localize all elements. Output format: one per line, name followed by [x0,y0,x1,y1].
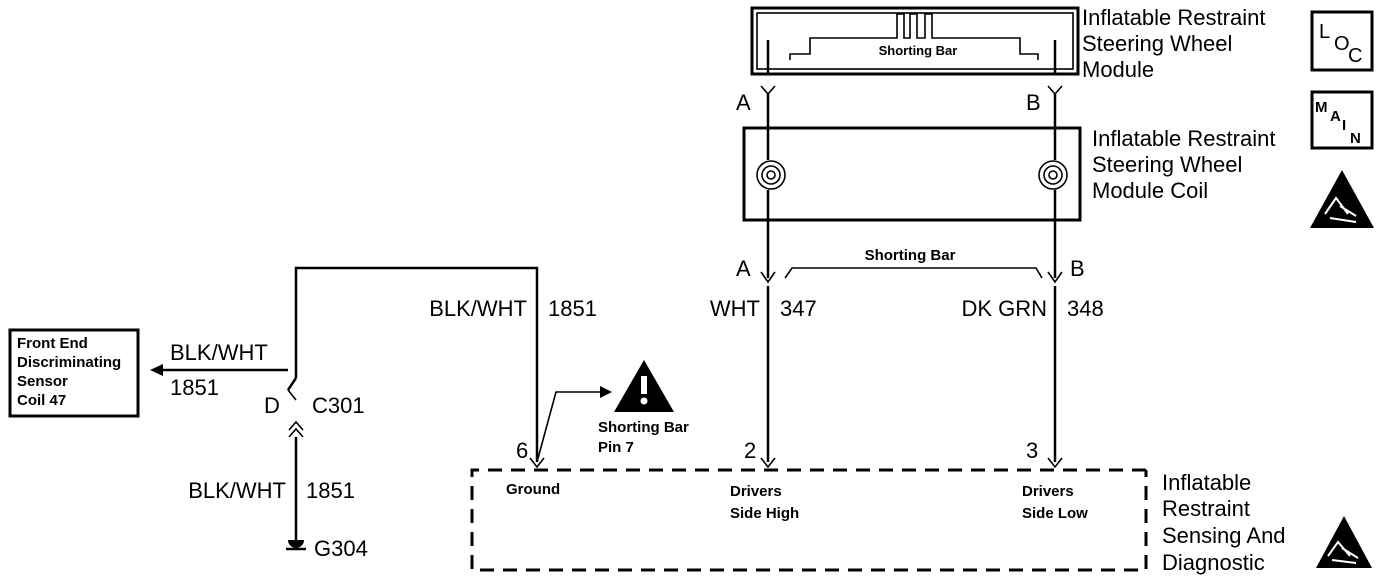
sdm-pin6-chevron [529,457,545,469]
wire-348-color: DK GRN [961,296,1047,321]
steering-module-title-1: Inflatable Restraint [1082,5,1265,30]
wire-1851-left-number: 1851 [170,375,219,400]
svg-text:A: A [1330,108,1341,125]
ground-icon [286,540,306,551]
svg-text:I: I [1342,117,1346,134]
front-sensor-line-1: Front End [17,335,88,352]
front-sensor-line-4: Coil 47 [17,392,66,409]
connector-b-chevron [1047,85,1063,96]
top-shorting-bar-label: Shorting Bar [879,43,958,58]
wire-1851-top-number: 1851 [548,296,597,321]
coil-connector-b-chevron [1047,271,1063,284]
steering-module-title-3: Module [1082,57,1154,82]
sdm-pin2: 2 [744,438,756,463]
main-icon: M A I N [1310,90,1374,150]
sdm-box [470,468,1148,572]
loc-icon: L O C [1310,10,1374,72]
module-coil-title-2: Steering Wheel [1092,152,1242,177]
c301-chevron-2 [288,427,304,438]
wire-1851-loop [294,266,539,462]
c301-upper-lead [286,377,298,391]
module-coil-box [742,126,1082,222]
sdm-pin2-chevron [760,457,776,469]
module-coil-title-1: Inflatable Restraint [1092,126,1275,151]
c301-id-label: C301 [312,393,365,418]
coil-connector-a-chevron [760,271,776,284]
esd-warning-icon [1310,170,1374,228]
c301-break [287,389,297,401]
sdm-pin2-label-2: Side High [730,505,799,522]
shorting-note-line-2: Pin 7 [598,439,634,456]
sdm-pin3-label-1: Drivers [1022,483,1074,500]
esd-warning-icon-bottom [1316,516,1372,568]
steering-module-box [750,6,1080,76]
steering-module-title-2: Steering Wheel [1082,31,1232,56]
coil-pin-a-label: A [736,256,751,281]
svg-text:C: C [1348,45,1362,67]
sdm-pin6: 6 [516,438,528,463]
front-sensor-line-3: Sensor [17,373,68,390]
caution-icon [614,360,674,412]
sdm-pin3-chevron [1047,457,1063,469]
connector-a-chevron [760,85,776,96]
svg-text:O: O [1334,33,1350,55]
steering-module-inner-box [756,12,1074,70]
sdm-title-3: Sensing And [1162,523,1286,548]
svg-text:N: N [1350,130,1361,147]
svg-text:L: L [1319,21,1330,43]
ground-id-label: G304 [314,536,368,561]
c301-pin-label: D [264,393,280,418]
coil-shorting-bar-label: Shorting Bar [865,247,956,264]
coil-b-icon [1038,160,1068,190]
shorting-bar-clip [789,13,1039,60]
wire-348-number: 348 [1067,296,1104,321]
coil-a-icon [756,160,786,190]
wire-347-number: 347 [780,296,817,321]
sdm-title-1: Inflatable [1162,470,1251,495]
pin7-arrow-icon [600,386,612,398]
front-sensor-line-2: Discriminating [17,354,121,371]
module-pin-a-label: A [736,90,751,115]
coil-pin-b-label: B [1070,256,1085,281]
wire-1851-bottom-color: BLK/WHT [188,478,286,503]
sensor-arrow-icon [150,364,163,376]
module-pin-b-label: B [1026,90,1041,115]
module-coil-title-3: Module Coil [1092,178,1208,203]
svg-text:M: M [1315,99,1328,116]
sdm-title-4: Diagnostic [1162,550,1265,575]
sdm-title-2: Restraint [1162,496,1250,521]
wire-1851-bottom-number: 1851 [306,478,355,503]
shorting-note-line-1: Shorting Bar [598,419,689,436]
coil-shorting-bar [784,267,1043,279]
wire-1851-left-color: BLK/WHT [170,340,268,365]
front-sensor-box [8,328,140,418]
wire-347-color: WHT [710,296,760,321]
sdm-pin2-label-1: Drivers [730,483,782,500]
pin7-leader [536,391,600,463]
sdm-pin3-label-2: Side Low [1022,505,1088,522]
c301-chevron-1 [288,420,304,431]
sdm-pin6-label: Ground [506,481,560,498]
wire-1851-top-color: BLK/WHT [429,296,527,321]
sdm-pin3: 3 [1026,438,1038,463]
